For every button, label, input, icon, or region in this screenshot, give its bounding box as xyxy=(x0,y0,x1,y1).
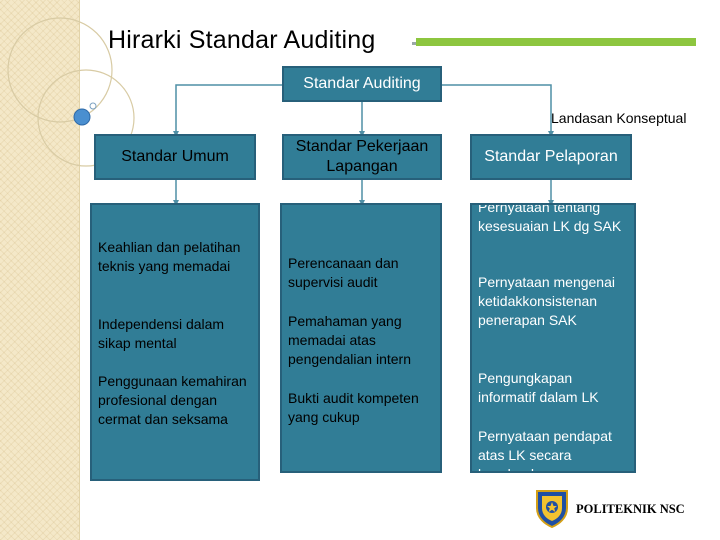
category-node-standar-pelaporan: Standar Pelaporan xyxy=(470,134,632,180)
standar-umum-items: Keahlian dan pelatihan teknis yang memad… xyxy=(90,203,260,481)
title-accent-bar xyxy=(416,38,696,46)
list-item: Perencanaan dan supervisi audit xyxy=(288,255,399,290)
category-label: Standar Pekerjaan Lapangan xyxy=(295,138,429,175)
category-node-standar-pekerjaan-lapangan: Standar Pekerjaan Lapangan xyxy=(282,134,442,180)
list-item: Bukti audit kompeten yang cukup xyxy=(288,390,419,425)
list-item: Pemahaman yang memadai atas pengendalian… xyxy=(288,313,411,367)
standar-pelaporan-items: Pernyataan tentang kesesuaian LK dg SAK … xyxy=(470,203,636,473)
list-item: Keahlian dan pelatihan teknis yang memad… xyxy=(98,239,241,274)
root-node-label: Standar Auditing xyxy=(303,75,421,92)
list-item: Pernyataan pendapat atas LK secara kesel… xyxy=(478,428,612,471)
category-label: Standar Pelaporan xyxy=(484,148,618,165)
list-item: Pernyataan tentang kesesuaian LK dg SAK xyxy=(478,203,622,234)
root-node: Standar Auditing xyxy=(282,66,442,102)
category-node-standar-umum: Standar Umum xyxy=(94,134,256,180)
category-label: Standar Umum xyxy=(121,148,229,165)
decorative-side-strip xyxy=(0,0,80,540)
list-item: Penggunaan kemahiran profesional dengan … xyxy=(98,373,247,427)
standar-pekerjaan-lapangan-items: Perencanaan dan supervisi audit Pemahama… xyxy=(280,203,442,473)
list-item: Independensi dalam sikap mental xyxy=(98,316,225,351)
list-item: Pengungkapan informatif dalam LK xyxy=(478,370,599,405)
slide-title: Hirarki Standar Auditing xyxy=(108,26,376,54)
list-item: Pernyataan mengenai ketidakkonsistenan p… xyxy=(478,274,615,328)
politeknik-nsc-logo-icon xyxy=(536,490,568,528)
footer-label: POLITEKNIK NSC xyxy=(576,502,685,516)
landasan-konseptual-label: Landasan Konseptual xyxy=(551,110,687,126)
decorative-circles xyxy=(7,17,135,167)
